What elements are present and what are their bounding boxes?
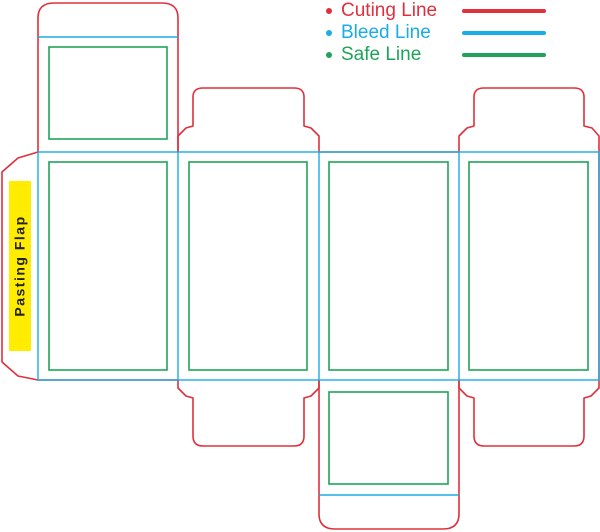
legend-dot-cutting xyxy=(326,8,332,14)
top-dust-flap-4-cut xyxy=(458,87,600,380)
panel-2-safe-area xyxy=(188,161,308,371)
bottom-tuck-flap-cut xyxy=(318,380,460,530)
panel-4-safe-area xyxy=(468,161,589,371)
panel-1-safe-area xyxy=(48,161,168,371)
bleed-lines xyxy=(37,36,600,496)
pasting-flap-label-box: Pasting Flap xyxy=(9,181,31,351)
legend-swatch-safe xyxy=(462,53,546,57)
legend-dot-bleed xyxy=(326,30,332,36)
top-tuck-safe-area xyxy=(48,46,168,140)
legend-item-cutting: Cuting Line xyxy=(326,0,566,22)
bottom-dust-flap-2-cut xyxy=(177,380,320,447)
bottom-tuck-safe-area xyxy=(328,391,449,485)
top-dust-flap-2-cut xyxy=(177,87,320,152)
pasting-flap-label-bg xyxy=(9,181,31,351)
legend-label-cutting: Cuting Line xyxy=(341,0,438,21)
bottom-dust-flap-4-cut xyxy=(458,380,600,447)
top-tuck-flap-cut xyxy=(37,2,179,152)
legend-swatch-cutting xyxy=(462,9,546,13)
pasting-flap-label: Pasting Flap xyxy=(12,215,29,317)
pasting-flap-cut xyxy=(1,151,39,381)
safe-lines xyxy=(48,46,589,485)
legend-item-safe: Safe Line xyxy=(326,44,566,66)
panel-3-safe-area xyxy=(328,161,449,371)
legend: Cuting Line Bleed Line Safe Line xyxy=(326,0,566,66)
legend-dot-safe xyxy=(326,52,332,58)
legend-swatch-bleed xyxy=(462,31,546,35)
legend-item-bleed: Bleed Line xyxy=(326,22,566,44)
legend-label-bleed: Bleed Line xyxy=(341,22,431,43)
legend-label-safe: Safe Line xyxy=(341,44,422,65)
